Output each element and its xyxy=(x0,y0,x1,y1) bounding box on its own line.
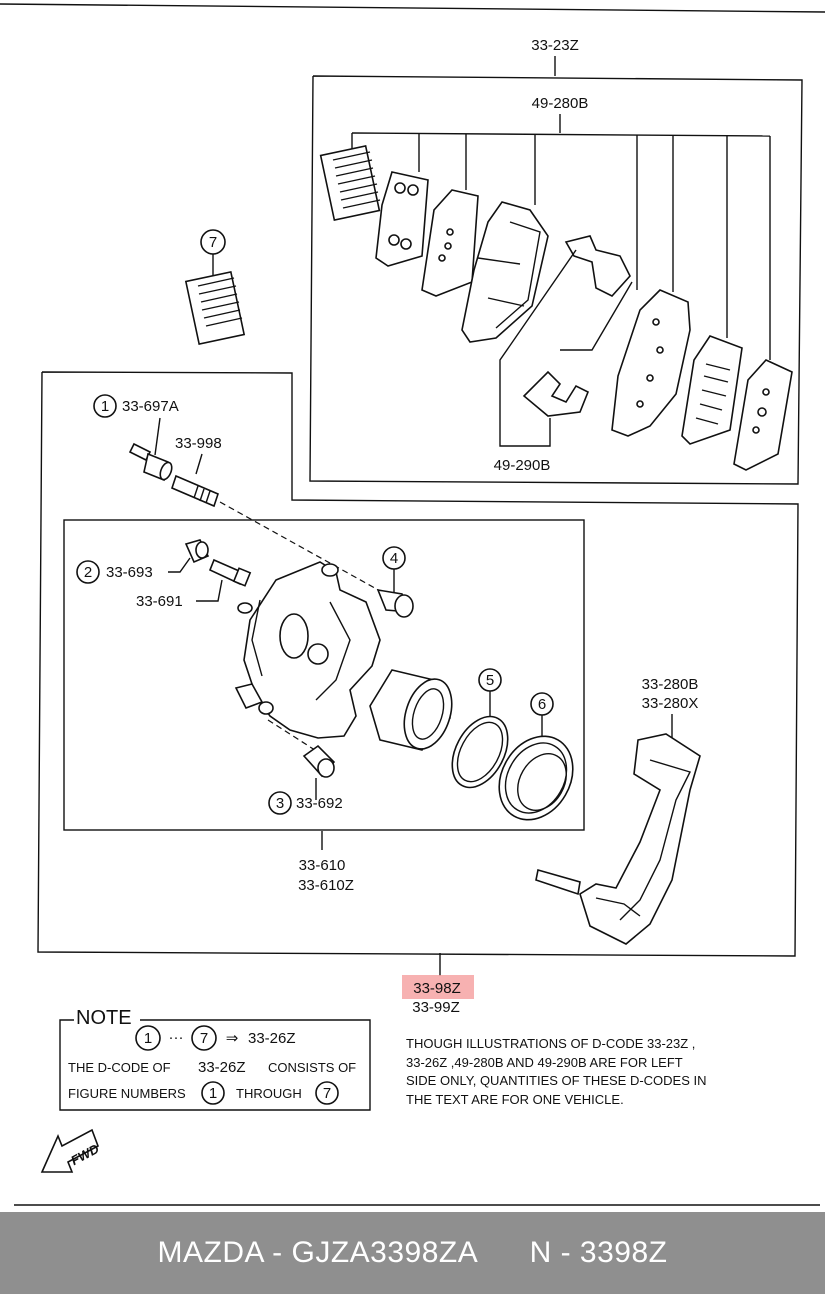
parts-diagram: 33-23Z 49-280B xyxy=(0,3,825,1206)
note-heading: NOTE xyxy=(76,1007,132,1029)
label-kit-main[interactable]: 33-23Z xyxy=(531,37,579,54)
disclaimer-line1: THOUGH ILLUSTRATIONS OF D-CODE 33-23Z , xyxy=(406,1036,695,1051)
note-range-to: 7 xyxy=(200,1030,208,1047)
caliper-body-box xyxy=(63,519,585,831)
pad-clip-upper xyxy=(564,235,631,297)
disclaimer-line2: 33-26Z ,49-280B AND 49-290B ARE FOR LEFT xyxy=(406,1055,683,1070)
note-circle-through-to xyxy=(315,1081,339,1105)
callout-1: 1 xyxy=(101,398,109,415)
callout-5: 5 xyxy=(486,672,494,689)
label-p3-code[interactable]: 33-692 xyxy=(296,795,343,812)
note-circle-to xyxy=(191,1025,217,1051)
shim-plate-7 xyxy=(184,270,246,346)
note-line2c: CONSISTS OF xyxy=(268,1060,356,1075)
note-line3a: FIGURE NUMBERS xyxy=(68,1086,186,1101)
callout-circle-3 xyxy=(268,791,292,815)
note-box: NOTE 1 ··· 7 ⇒ 33-26Z THE D-CODE OF 33-2… xyxy=(59,1007,371,1111)
callout-6: 6 xyxy=(538,696,546,713)
disclaimer: THOUGH ILLUSTRATIONS OF D-CODE 33-23Z , … xyxy=(406,1036,707,1107)
footer-bar: MAZDA - GJZA3398ZA N - 3398Z xyxy=(0,1212,825,1294)
shim-plate-top xyxy=(319,144,381,222)
leader-line xyxy=(560,281,633,351)
callout-2: 2 xyxy=(84,564,92,581)
note-line3b: THROUGH xyxy=(236,1086,302,1101)
shim-slotted xyxy=(681,335,743,445)
note-arrow: ⇒ xyxy=(226,1030,239,1047)
callout-4: 4 xyxy=(390,550,398,567)
leader-line xyxy=(196,579,223,602)
top-border-line xyxy=(0,3,825,13)
callout-circle-1 xyxy=(93,394,117,418)
callout-3: 3 xyxy=(276,795,284,812)
note-line2b: 33-26Z xyxy=(198,1059,246,1076)
label-p2-code[interactable]: 33-693 xyxy=(106,564,153,581)
label-pad-set[interactable]: 49-280B xyxy=(532,95,589,112)
note-line2a: THE D-CODE OF xyxy=(68,1060,171,1075)
label-shim-kit[interactable]: 49-290B xyxy=(494,457,551,474)
assembly-dashed-line xyxy=(219,501,383,593)
guide-pin-boot xyxy=(128,442,173,482)
label-seal-kit-main[interactable]: 33-98Z xyxy=(413,980,461,997)
note-range-from: 1 xyxy=(144,1030,152,1047)
shim-outer xyxy=(733,359,793,471)
note-line3-to: 7 xyxy=(323,1085,331,1102)
caliper-assembly-frame xyxy=(37,371,799,957)
highlight-box xyxy=(402,975,474,999)
guide-pin-4 xyxy=(376,588,414,618)
label-bolt-code[interactable]: 33-998 xyxy=(175,435,222,452)
caliper-body xyxy=(234,561,381,739)
caliper-mounting-bracket xyxy=(535,733,701,945)
label-bracket-b[interactable]: 33-280X xyxy=(642,695,699,712)
brake-pad-inner xyxy=(611,289,691,437)
label-bracket-a[interactable]: 33-280B xyxy=(642,676,699,693)
label-seal-kit-alt[interactable]: 33-99Z xyxy=(412,999,460,1016)
disclaimer-line3: SIDE ONLY, QUANTITIES OF THESE D-CODES I… xyxy=(406,1073,707,1088)
leader-line xyxy=(168,557,191,573)
callout-circle-2 xyxy=(76,560,100,584)
bleeder-screw xyxy=(208,558,252,587)
note-range-code: 33-26Z xyxy=(248,1030,296,1047)
label-bleeder-code[interactable]: 33-691 xyxy=(136,593,183,610)
leader-line xyxy=(195,453,203,475)
piston-dust-boot xyxy=(498,735,574,821)
note-line3-from: 1 xyxy=(209,1085,217,1102)
note-circle-from xyxy=(135,1025,161,1051)
note-circle-through-from xyxy=(201,1081,225,1105)
kit-box-frame xyxy=(309,75,803,485)
label-p1-code[interactable]: 33-697A xyxy=(122,398,179,415)
pad-set-bracket-line xyxy=(351,132,771,137)
guide-bolt xyxy=(171,474,219,508)
label-caliper-assy-a[interactable]: 33-610 xyxy=(299,857,346,874)
label-caliper-assy-b[interactable]: 33-610Z xyxy=(298,877,354,894)
caliper-piston xyxy=(369,669,453,751)
shim-kit-bracket xyxy=(499,249,577,447)
dust-cap-2 xyxy=(184,539,210,564)
dust-cap-3 xyxy=(302,744,336,778)
callout-7: 7 xyxy=(209,234,217,251)
footer-part-number: MAZDA - GJZA3398ZA N - 3398Z xyxy=(157,1236,668,1269)
disclaimer-line4: THE TEXT ARE FOR ONE VEHICLE. xyxy=(406,1092,624,1107)
leader-line xyxy=(154,417,161,456)
pad-clip-lower xyxy=(522,370,590,417)
brake-pad-outer xyxy=(461,201,549,343)
shim-with-holes xyxy=(375,171,429,267)
anti-squeal-plate xyxy=(421,189,479,297)
note-range-dots: ··· xyxy=(169,1029,184,1046)
piston-seal xyxy=(451,715,509,789)
fwd-arrow-icon: FWD xyxy=(40,1128,102,1173)
